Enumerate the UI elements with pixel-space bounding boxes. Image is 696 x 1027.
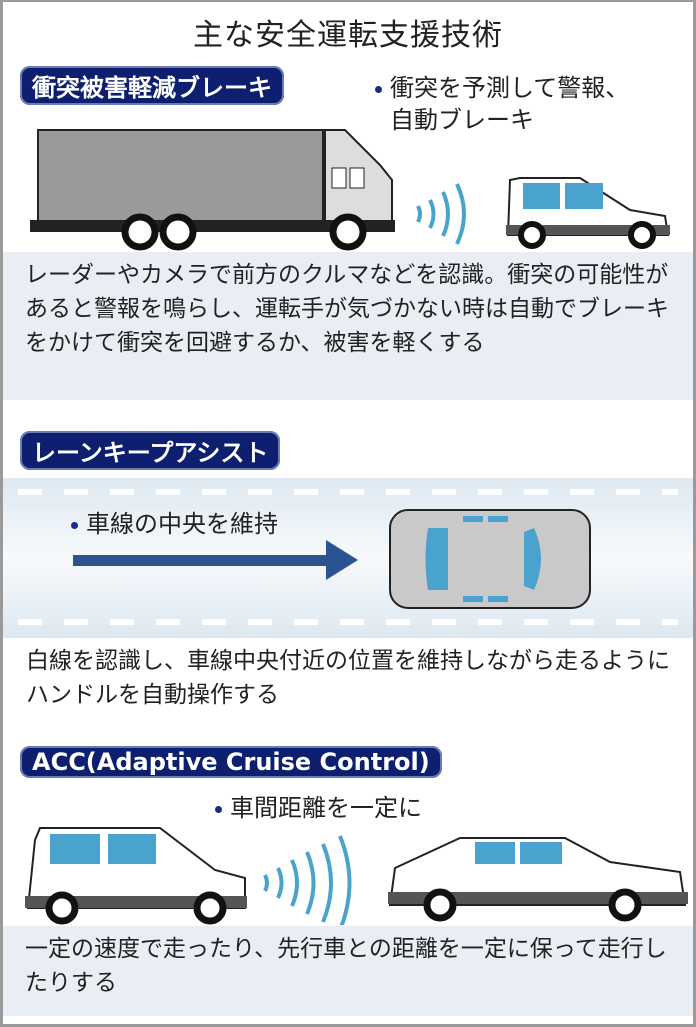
lane-illustration: 車線の中央を維持 <box>3 478 693 638</box>
description-collision-brake: レーダーやカメラで前方のクルマなどを認識。衝突の可能性があると警報を鳴らし、運転… <box>3 252 693 400</box>
lane-line <box>18 489 678 495</box>
bullet-collision-brake: 衝突を予測して警報、自動ブレーキ <box>375 72 629 136</box>
lane-line <box>18 619 678 625</box>
bullet-lane-keep: 車線の中央を維持 <box>71 508 278 540</box>
arrow-and-car-top <box>73 509 591 609</box>
bullet-text: 車間距離を一定に <box>230 794 422 822</box>
bullet-line: 衝突を予測して警報、 <box>390 74 630 102</box>
front-car-icon <box>388 837 688 922</box>
section-label-collision-brake: 衝突被害軽減ブレーキ <box>20 66 284 105</box>
section-label-acc: ACC(Adaptive Cruise Control) <box>20 746 442 778</box>
rear-car-icon <box>25 827 247 925</box>
truck-car-illustration <box>30 129 670 251</box>
page-title: 主な安全運転支援技術 <box>193 18 503 53</box>
acc-illustration <box>25 827 688 925</box>
car-top-icon <box>389 509 591 609</box>
description-lane-keep: 白線を認識し、車線中央付近の位置を維持しながら走るようにハンドルを自動操作する <box>26 648 670 708</box>
arrow-right-icon <box>73 540 358 580</box>
bullet-acc: 車間距離を一定に <box>215 792 422 824</box>
bullet-text: 車線の中央を維持 <box>86 510 278 538</box>
radar-waves-icon <box>263 835 352 925</box>
bullet-dot-icon <box>215 805 222 813</box>
description-acc: 一定の速度で走ったり、先行車との距離を一定に保って走行したりする <box>3 926 693 1016</box>
bullet-dot-icon <box>375 85 382 93</box>
radar-waves-icon <box>416 183 466 245</box>
section-label-lane-keep: レーンキープアシスト <box>20 431 281 470</box>
bullet-dot-icon <box>71 521 78 529</box>
car-icon <box>506 177 670 249</box>
truck-icon <box>30 129 395 251</box>
bullet-line: 自動ブレーキ <box>390 106 534 134</box>
